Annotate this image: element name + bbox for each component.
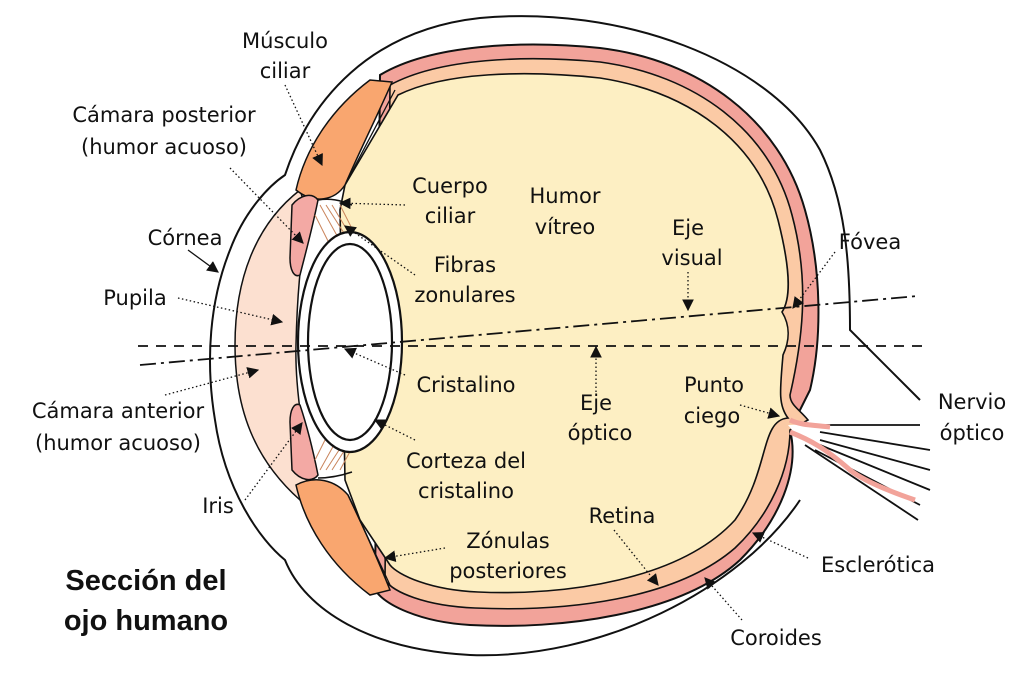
diagram-title-line1: Sección del [65, 565, 226, 597]
label-iris: Iris [202, 494, 234, 518]
leader-punto-ciego [739, 404, 781, 419]
leader-camara-anterior [164, 367, 260, 396]
diagram-title-line2: ojo humano [64, 605, 228, 637]
label-eje-visual-1: Eje [672, 216, 704, 240]
leader-cristalino [343, 347, 406, 376]
label-punto-ciego-1: Punto [684, 373, 744, 397]
label-zonulas-posteriores-1: Zónulas [466, 529, 550, 553]
label-cuerpo-ciliar-2: ciliar [425, 204, 476, 228]
label-eje-visual-2: visual [661, 246, 722, 270]
label-eje-optico-2: óptico [568, 421, 633, 445]
label-fibras-zonulares-2: zonulares [414, 283, 515, 307]
label-punto-ciego-2: ciego [684, 404, 740, 428]
leader-pupila [177, 297, 284, 326]
label-camara-anterior-1: Cámara anterior [32, 399, 205, 423]
label-corteza-cristalino-1: Corteza del [406, 449, 526, 473]
label-musculo-ciliar-2: ciliar [260, 59, 311, 83]
label-esclerotica: Esclerótica [821, 553, 935, 577]
label-nervio-optico-2: óptico [940, 421, 1005, 445]
visual-axis [139, 295, 919, 366]
label-fovea: Fóvea [839, 230, 901, 254]
leader-camara-posterior [229, 167, 304, 244]
label-humor-vitreo-1: Humor [529, 184, 600, 208]
label-corteza-cristalino-2: cristalino [418, 479, 514, 503]
optic-nerve [788, 420, 935, 500]
label-camara-anterior-2: (humor acuoso) [35, 431, 201, 455]
label-nervio-optico-1: Nervio [938, 390, 1006, 414]
label-camara-posterior-2: (humor acuoso) [81, 135, 247, 159]
label-humor-vitreo-2: vítreo [535, 215, 595, 239]
vitreous-humor [339, 72, 790, 594]
label-cuerpo-ciliar-1: Cuerpo [412, 174, 488, 198]
label-cornea: Córnea [148, 226, 223, 250]
label-coroides: Coroides [730, 626, 822, 650]
leader-corteza [373, 419, 416, 441]
leader-coroides [704, 577, 743, 621]
label-zonulas-posteriores-2: posteriores [449, 559, 567, 583]
label-pupila: Pupila [103, 286, 166, 310]
label-fibras-zonulares-1: Fibras [434, 253, 496, 277]
leader-musculo-ciliar [284, 84, 323, 167]
iris-top [289, 194, 319, 277]
leader-cuerpo-ciliar [338, 197, 406, 210]
ciliary-muscle-top [295, 79, 394, 200]
label-musculo-ciliar-1: Músculo [242, 29, 328, 53]
label-eje-optico-1: Eje [580, 391, 612, 415]
ciliary-muscle-bottom [295, 479, 392, 596]
optic-nerve-sheath [788, 417, 916, 503]
label-retina: Retina [589, 504, 656, 528]
lens-nucleus [306, 242, 394, 442]
leader-cornea [187, 249, 219, 273]
optic-nerve-fibers [804, 424, 931, 521]
posterior-zonules [344, 89, 396, 586]
label-cristalino: Cristalino [416, 373, 515, 397]
label-camara-posterior-1: Cámara posterior [72, 103, 256, 127]
